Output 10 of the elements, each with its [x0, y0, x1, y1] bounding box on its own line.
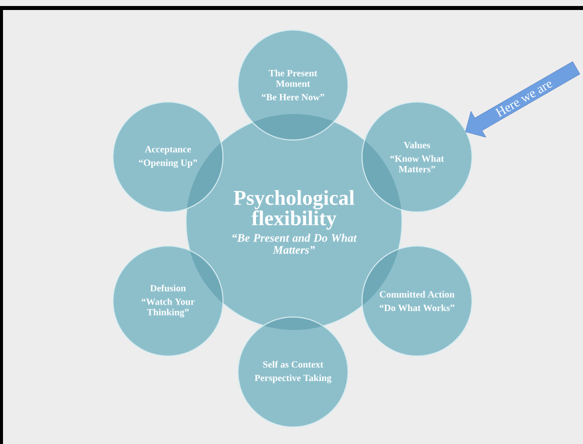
- circle-node: Committed Action “Do What Works”: [362, 246, 472, 356]
- node-label: Perspective Taking: [254, 374, 332, 384]
- node-label: The Present Moment: [268, 70, 318, 87]
- circle-node: Values “Know What Matters”: [362, 102, 472, 212]
- node-label: Self as Context: [263, 360, 324, 368]
- circle-node: The Present Moment “Be Here Now”: [238, 30, 348, 140]
- circle-node: Acceptance “Opening Up”: [112, 102, 224, 212]
- circle-node: Self as Context Perspective Taking: [238, 316, 348, 428]
- circle-node: Defusion “Watch Your Thinking”: [112, 246, 224, 356]
- node-label: “Be Here Now”: [262, 94, 324, 100]
